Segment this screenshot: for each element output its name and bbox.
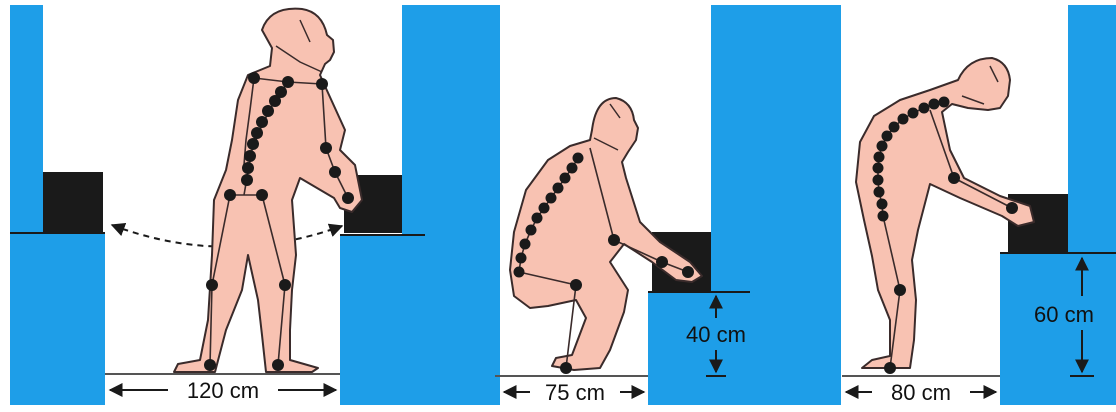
height-label-60: 60 cm	[1034, 302, 1094, 327]
squat-tall-wall	[711, 5, 841, 292]
height-label-40: 40 cm	[686, 322, 746, 347]
squat-shelf-block	[648, 292, 841, 405]
right-shelf-upper-wall	[402, 5, 500, 235]
panel-squat: 75 cm 40 cm	[495, 5, 841, 405]
left-shelf-upper-wall	[10, 5, 43, 233]
right-shelf-lower-block	[340, 235, 500, 405]
standing-person-figure	[174, 9, 362, 372]
stoop-shelf-block	[1000, 253, 1116, 405]
width-label-120: 120 cm	[187, 378, 259, 403]
left-box	[43, 172, 103, 232]
stoop-tall-wall	[1068, 5, 1116, 253]
width-label-75: 75 cm	[545, 380, 605, 405]
panel-stoop: 80 cm 60 cm	[842, 5, 1116, 405]
left-shelf-lower-block	[10, 233, 105, 405]
width-label-80: 80 cm	[891, 380, 951, 405]
panel-transfer: 120 cm	[10, 5, 500, 405]
